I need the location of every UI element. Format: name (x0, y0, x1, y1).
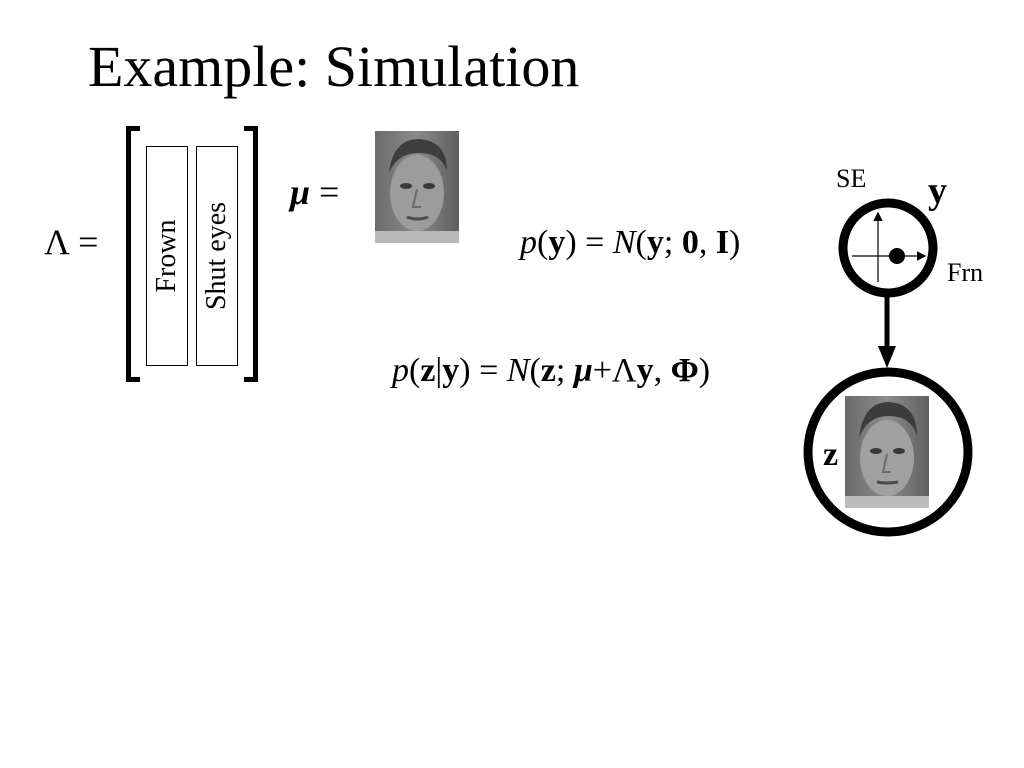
eq-p: p (392, 352, 409, 389)
eq-paren: ( (635, 224, 647, 261)
edge-arrowhead (878, 346, 896, 368)
eq-paren: ) (565, 224, 577, 261)
eq-zero-vector: 0 (681, 224, 699, 261)
eq-identity: I (715, 224, 730, 261)
eq-y: y (646, 224, 664, 261)
mu-equals: = (319, 172, 340, 212)
eq-normal: N (612, 224, 636, 261)
observed-node-circle (803, 367, 973, 537)
eq-plus: + (592, 352, 612, 389)
eq-z: z (540, 352, 556, 389)
observed-node-label: z (823, 436, 839, 473)
eq-paren: ) (729, 224, 741, 261)
slide-title: Example: Simulation (88, 34, 580, 99)
eq-paren: ) (459, 352, 471, 389)
matrix-column-shut-eyes: Shut eyes (196, 146, 238, 366)
matrix-column-frown: Frown (146, 146, 188, 366)
eq-p: p (520, 224, 537, 261)
matrix-left-bracket (126, 126, 140, 382)
eq-y: y (548, 224, 566, 261)
lambda-symbol: Λ (44, 222, 70, 262)
eq-normal: N (506, 352, 530, 389)
eq-bar: | (435, 352, 443, 389)
eq-phi: Φ (670, 352, 699, 389)
eq-comma: , (653, 352, 671, 389)
eq-semicolon: ; (663, 224, 682, 261)
loading-matrix: Frown Shut eyes (126, 126, 258, 386)
eq-paren: ( (529, 352, 541, 389)
eq-semicolon: ; (555, 352, 574, 389)
axis-label-se: SE (836, 164, 867, 193)
eq-y: y (442, 352, 460, 389)
lambda-equals: = (78, 222, 99, 262)
mean-face-image (375, 131, 459, 243)
mu-symbol: μ (290, 172, 311, 212)
eq-paren: ( (537, 224, 549, 261)
lambda-label: Λ = (44, 224, 98, 260)
eq-paren: ( (409, 352, 421, 389)
eq-y: y (636, 352, 654, 389)
eq-mu: μ (573, 352, 593, 389)
mean-label: μ = (290, 174, 339, 210)
latent-node-circle (838, 198, 938, 298)
eq-comma: , (698, 224, 716, 261)
latent-sample-point (889, 248, 905, 264)
eq-z: z (420, 352, 436, 389)
eq-paren: ) (698, 352, 711, 389)
eq-lambda: Λ (611, 352, 637, 389)
latent-node-label: y (928, 170, 947, 212)
axis-label-frn: Frn (947, 258, 984, 287)
eq-equals: = (470, 352, 507, 389)
generated-face-image (845, 396, 929, 508)
conditional-equation: p(z|y) = N(z; μ+Λy, Φ) (392, 354, 710, 388)
matrix-right-bracket (244, 126, 258, 382)
prior-equation: p(y) = N(y; 0, I) (520, 226, 740, 260)
eq-equals: = (576, 224, 613, 261)
